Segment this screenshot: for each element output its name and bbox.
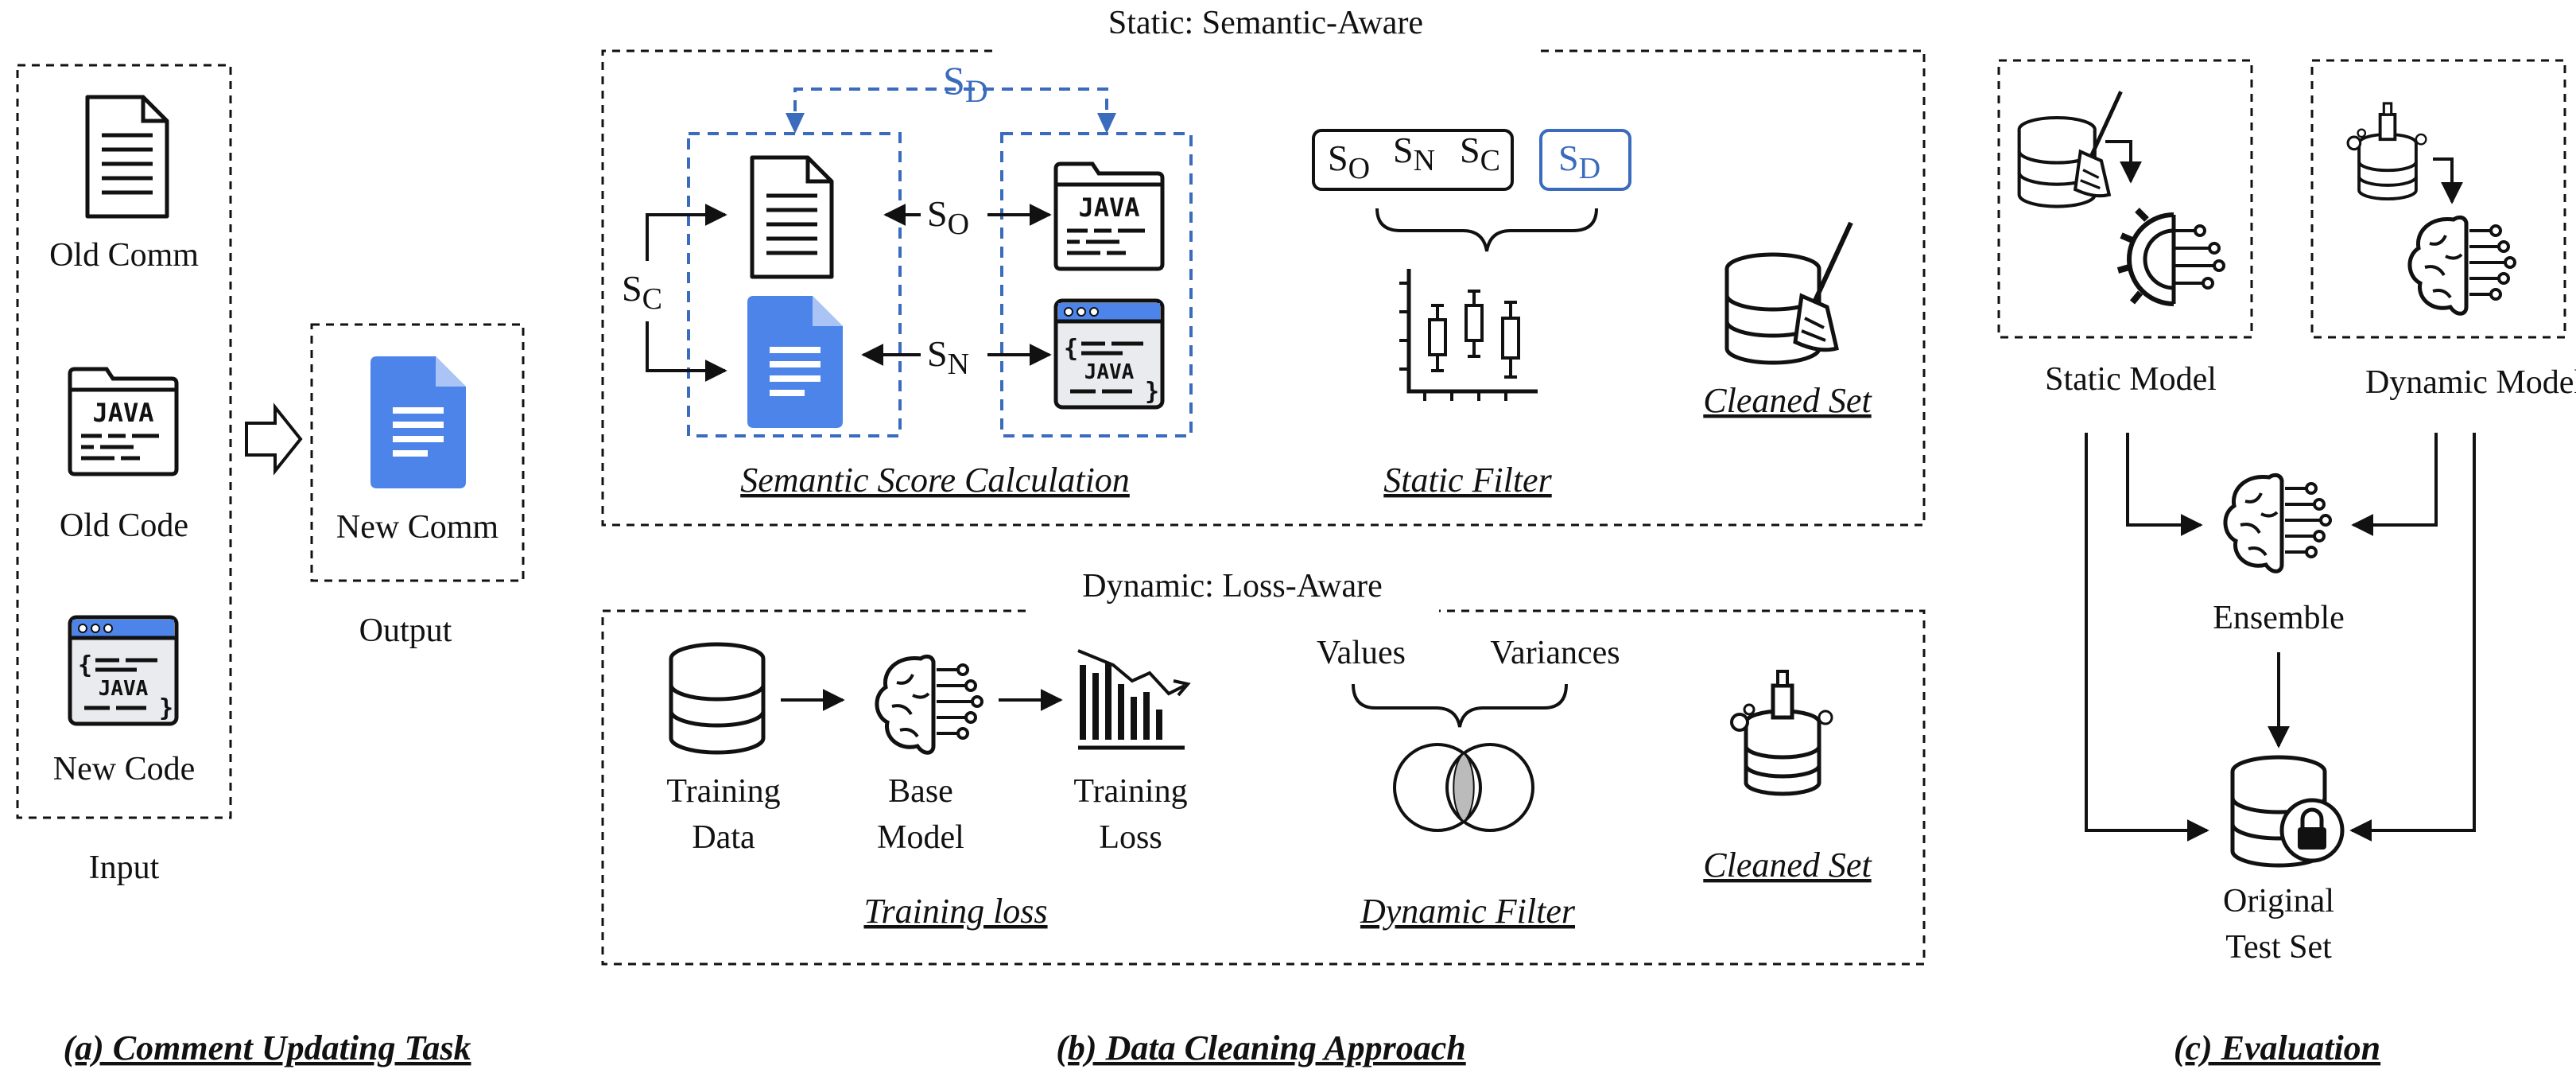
- training-loss-label-1: Training: [1073, 773, 1187, 810]
- ensemble-label: Ensemble: [2213, 600, 2345, 636]
- sn-label: SN: [927, 333, 969, 381]
- input-label-new-code: New Code: [53, 751, 195, 787]
- scores-box: [1312, 129, 1514, 191]
- dynamic-model-label: Dynamic Model: [2365, 364, 2576, 401]
- caption-a: (a) Comment Updating Task: [64, 1028, 471, 1067]
- venn-diagram-icon: [1393, 743, 1534, 832]
- locked-database-icon: [2233, 757, 2345, 865]
- database-broom-icon: [1727, 223, 1851, 363]
- caption-b: (b) Data Cleaning Approach: [1056, 1028, 1465, 1067]
- cleaned-set-static: Cleaned Set: [1703, 381, 1872, 420]
- brain-circuit-icon: [2410, 217, 2515, 313]
- static-box: [601, 49, 1926, 527]
- test-set-label-2: Test Set: [2225, 929, 2332, 966]
- comment-group-box: [687, 132, 902, 437]
- input-title: Input: [89, 850, 160, 886]
- score-sd: SD: [1558, 138, 1600, 185]
- values-label: Values: [1317, 635, 1406, 671]
- input-label-old-comm: Old Comm: [49, 237, 199, 274]
- score-sn: SN: [1393, 130, 1435, 177]
- input-label-old-code: Old Code: [60, 507, 188, 544]
- sd-label: SD: [943, 58, 988, 109]
- arrow-dynamic-to-ensemble: [2351, 433, 2438, 536]
- arrow-dynamic-to-test: [2349, 433, 2476, 842]
- dynamic-model-arrow: [2433, 157, 2463, 204]
- test-set-label-1: Original: [2223, 883, 2334, 920]
- output-box: [310, 323, 525, 582]
- variances-label: Variances: [1490, 635, 1620, 671]
- loss-chart-icon: [1077, 649, 1191, 750]
- sd-arrowheads: [786, 113, 1116, 134]
- training-data-label-1: Training: [666, 773, 780, 810]
- caption-c: (c) Evaluation: [2174, 1028, 2380, 1067]
- dynamic-title: Dynamic: Loss-Aware: [1082, 568, 1383, 605]
- so-label: SO: [927, 193, 969, 241]
- java-file-icon: [70, 369, 177, 474]
- score-sc: SC: [1460, 130, 1500, 177]
- static-title: Static: Semantic-Aware: [1108, 5, 1423, 41]
- ensemble-brain-icon: [2225, 475, 2330, 571]
- base-model-label-2: Model: [877, 819, 964, 856]
- values-brace: [1352, 683, 1568, 728]
- output-label-new-comm: New Comm: [336, 509, 499, 546]
- cleaned-set-dynamic: Cleaned Set: [1703, 846, 1872, 885]
- training-loss-label-2: Loss: [1099, 819, 1162, 856]
- semantic-score-caption: Semantic Score Calculation: [740, 461, 1130, 500]
- training-loss-caption: Training loss: [863, 892, 1047, 931]
- training-data-db-icon: [671, 644, 763, 752]
- training-data-label-2: Data: [692, 819, 755, 856]
- dynamic-model-box: [2310, 59, 2566, 339]
- java-window-icon: [70, 617, 177, 724]
- score-sd-box: [1539, 129, 1631, 191]
- hollow-arrow-icon: [245, 402, 303, 476]
- input-box: [16, 64, 232, 819]
- cleaning-bucket-icon: [1732, 671, 1832, 794]
- old-comment-icon: [752, 157, 832, 277]
- google-doc-icon: [370, 356, 466, 488]
- base-model-label-1: Base: [888, 773, 953, 810]
- score-so: SO: [1328, 138, 1370, 185]
- sd-link: [793, 87, 1108, 130]
- sc-label: SC: [622, 268, 662, 316]
- base-model-brain-icon: [877, 656, 982, 752]
- boxplot-icon: [1399, 269, 1538, 401]
- dynamic-bucket-icon: [2346, 101, 2428, 200]
- static-db-broom-icon: [2019, 91, 2121, 206]
- scores-brace: [1375, 208, 1598, 252]
- new-code-icon: [1056, 301, 1162, 407]
- document-icon: [87, 97, 167, 216]
- arrow-static-to-ensemble: [2126, 433, 2203, 536]
- code-group-box: [1000, 132, 1193, 437]
- gear-circuit-icon: [2118, 210, 2224, 304]
- dynamic-box: [601, 609, 1926, 966]
- arrow-static-to-test: [2085, 433, 2209, 842]
- static-model-label: Static Model: [2045, 361, 2217, 398]
- static-model-arrow: [2105, 140, 2142, 184]
- output-title: Output: [359, 612, 452, 649]
- dynamic-filter-caption: Dynamic Filter: [1360, 892, 1576, 931]
- new-comment-icon: [747, 296, 843, 428]
- static-filter-caption: Static Filter: [1383, 461, 1552, 500]
- old-code-icon: [1056, 164, 1162, 269]
- static-model-box: [1997, 59, 2253, 339]
